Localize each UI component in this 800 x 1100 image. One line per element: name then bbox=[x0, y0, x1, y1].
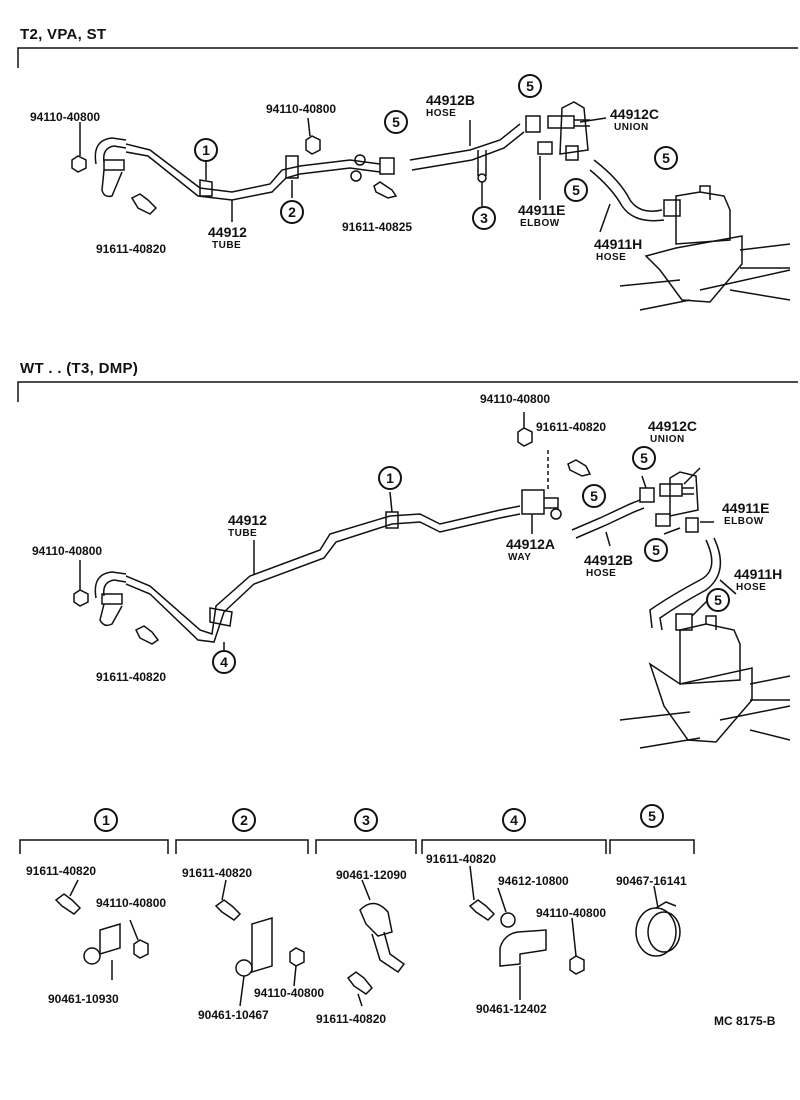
detail4-bolt-label: 91611-40820 bbox=[426, 852, 497, 866]
detail-callout-4: 4 bbox=[502, 808, 526, 832]
detail4-clamp-icon bbox=[499, 929, 547, 967]
detail-callout-1: 1 bbox=[94, 808, 118, 832]
detail2-clamp-label: 90461-10467 bbox=[198, 1008, 269, 1022]
top-bolt-mid-label: 91611-40825 bbox=[342, 220, 413, 234]
mid-union-number: 44912C bbox=[648, 418, 698, 434]
top-bolt-icon bbox=[130, 193, 158, 215]
mid-way-name: WAY bbox=[508, 552, 532, 563]
top-bolt-left-label: 91611-40820 bbox=[96, 242, 167, 256]
mid-canister-icon bbox=[679, 623, 741, 685]
top-callout-2: 2 bbox=[280, 200, 304, 224]
top-section-title: T2, VPA, ST bbox=[20, 26, 107, 43]
mid-hose-b-name: HOSE bbox=[586, 568, 617, 579]
top-elbow-number: 44911E bbox=[518, 202, 566, 218]
top-nut-mid-label: 94110-40800 bbox=[266, 102, 337, 116]
detail3-clamp-label: 90461-12090 bbox=[336, 868, 407, 882]
top-hose-h-name: HOSE bbox=[596, 252, 627, 263]
middle-section-title: WT . . (T3, DMP) bbox=[20, 360, 139, 377]
mid-elbow-name: ELBOW bbox=[724, 516, 764, 527]
detail1-bolt-label: 91611-40820 bbox=[26, 864, 97, 878]
detail4-washer-label: 94612-10800 bbox=[498, 874, 569, 888]
top-section-bracket bbox=[17, 47, 798, 68]
top-callout-3: 3 bbox=[472, 206, 496, 230]
mid-nut-top-label: 94110-40800 bbox=[480, 392, 551, 406]
top-callout-5b: 5 bbox=[518, 74, 542, 98]
mid-callout-5a: 5 bbox=[582, 484, 606, 508]
top-canister-icon bbox=[675, 191, 731, 245]
top-nut-icon bbox=[71, 155, 87, 173]
mid-union-name: UNION bbox=[650, 434, 685, 445]
detail-callout-2: 2 bbox=[232, 808, 256, 832]
mid-bolt-top-label: 91611-40820 bbox=[536, 420, 607, 434]
reference-code: MC 8175-B bbox=[714, 1014, 776, 1028]
detail-callout-5: 5 bbox=[640, 804, 664, 828]
top-union-number: 44912C bbox=[610, 106, 660, 122]
detail4-nut-label: 94110-40800 bbox=[536, 906, 607, 920]
detail2-nut-label: 94110-40800 bbox=[254, 986, 325, 1000]
top-callout-5a: 5 bbox=[384, 110, 408, 134]
mid-hose-b-number: 44912B bbox=[584, 552, 634, 568]
mid-callout-5b: 5 bbox=[632, 446, 656, 470]
top-callout-5c: 5 bbox=[564, 178, 588, 202]
mid-elbow-number: 44911E bbox=[722, 500, 770, 516]
detail5-clip-label: 90467-16141 bbox=[616, 874, 687, 888]
middle-tube-assembly bbox=[73, 412, 791, 749]
detail1-nut-label: 94110-40800 bbox=[96, 896, 167, 910]
detail1-nut-icon bbox=[133, 939, 149, 959]
mid-nut-left-label: 94110-40800 bbox=[32, 544, 103, 558]
top-tube-name: TUBE bbox=[212, 240, 242, 251]
mid-tube-name: TUBE bbox=[228, 528, 258, 539]
detail1-bolt-icon bbox=[54, 893, 82, 915]
top-nut-left-label: 94110-40800 bbox=[30, 110, 101, 124]
top-elbow-name: ELBOW bbox=[520, 218, 560, 229]
detail1-clamp-icon bbox=[99, 922, 121, 956]
top-callout-1: 1 bbox=[194, 138, 218, 162]
detail-brackets bbox=[19, 839, 695, 854]
mid-way-number: 44912A bbox=[506, 536, 556, 552]
detail3-bolt-label: 91611-40820 bbox=[316, 1012, 387, 1026]
detail-callout-3: 3 bbox=[354, 808, 378, 832]
mid-bolt-left-label: 91611-40820 bbox=[96, 670, 167, 684]
top-tube-assembly bbox=[71, 101, 791, 311]
top-union-name: UNION bbox=[614, 122, 649, 133]
mid-callout-4: 4 bbox=[212, 650, 236, 674]
mid-callout-5c: 5 bbox=[644, 538, 668, 562]
top-hose-b-number: 44912B bbox=[426, 92, 476, 108]
mid-callout-1: 1 bbox=[378, 466, 402, 490]
mid-callout-5d: 5 bbox=[706, 588, 730, 612]
detail4-clamp-label: 90461-12402 bbox=[476, 1002, 547, 1016]
mid-tube-number: 44912 bbox=[228, 512, 267, 528]
detail1-clamp-label: 90461-10930 bbox=[48, 992, 119, 1006]
top-callout-5d: 5 bbox=[654, 146, 678, 170]
detail-parts bbox=[54, 865, 681, 1007]
top-tube-number: 44912 bbox=[208, 224, 247, 240]
mid-hose-h-number: 44911H bbox=[734, 566, 783, 582]
middle-section-bracket bbox=[17, 381, 798, 402]
detail2-bolt-label: 91611-40820 bbox=[182, 866, 253, 880]
top-hose-h-number: 44911H bbox=[594, 236, 643, 252]
top-hose-b-name: HOSE bbox=[426, 108, 457, 119]
mid-hose-h-name: HOSE bbox=[736, 582, 767, 593]
